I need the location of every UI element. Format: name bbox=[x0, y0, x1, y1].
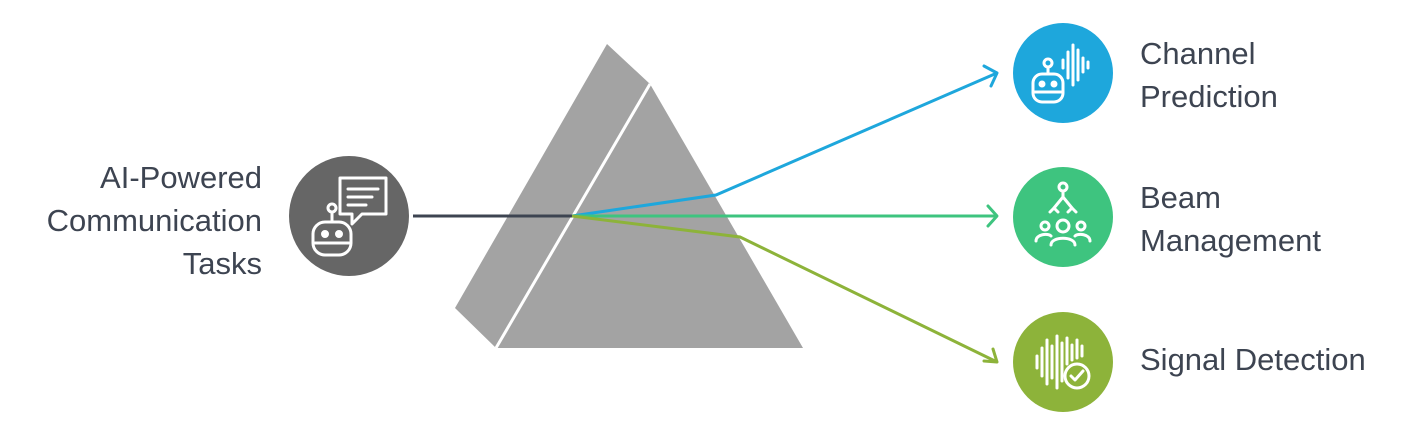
beam-management-circle bbox=[1013, 167, 1113, 267]
prism-back-face bbox=[455, 44, 650, 348]
ray-channel-prediction bbox=[571, 71, 998, 218]
prism bbox=[455, 44, 803, 349]
robot-soundwave-icon bbox=[1031, 43, 1090, 104]
output-label-line: Management bbox=[1140, 223, 1321, 258]
channel-prediction-circle bbox=[1013, 23, 1113, 123]
input-label-line: Tasks bbox=[182, 246, 262, 281]
output-label-line: Prediction bbox=[1140, 79, 1278, 114]
input-label-line: AI-Powered bbox=[100, 160, 262, 195]
beam-management-label: Beam Management bbox=[1140, 176, 1321, 262]
arrowhead-channel-prediction bbox=[982, 64, 999, 88]
output-label-line: Signal Detection bbox=[1140, 342, 1366, 377]
channel-prediction-node bbox=[1013, 23, 1113, 123]
arrowhead-beam-management bbox=[986, 204, 999, 228]
output-label-line: Channel bbox=[1140, 36, 1256, 71]
ray-signal-detection bbox=[571, 214, 998, 364]
signal-detection-label: Signal Detection bbox=[1140, 338, 1366, 381]
input-node bbox=[289, 156, 409, 276]
robot-chat-icon bbox=[311, 176, 388, 257]
robot-arm-team-icon bbox=[1034, 181, 1092, 247]
input-label: AI-Powered Communication Tasks bbox=[47, 156, 262, 285]
input-node-circle bbox=[289, 156, 409, 276]
input-label-line: Communication bbox=[46, 203, 262, 238]
output-label-line: Beam bbox=[1140, 180, 1221, 215]
arrowhead-signal-detection bbox=[982, 347, 999, 364]
beam-management-node bbox=[1013, 167, 1113, 267]
channel-prediction-label: Channel Prediction bbox=[1140, 32, 1278, 118]
signal-detection-node bbox=[1013, 312, 1113, 412]
waveform-check-icon bbox=[1035, 334, 1091, 390]
